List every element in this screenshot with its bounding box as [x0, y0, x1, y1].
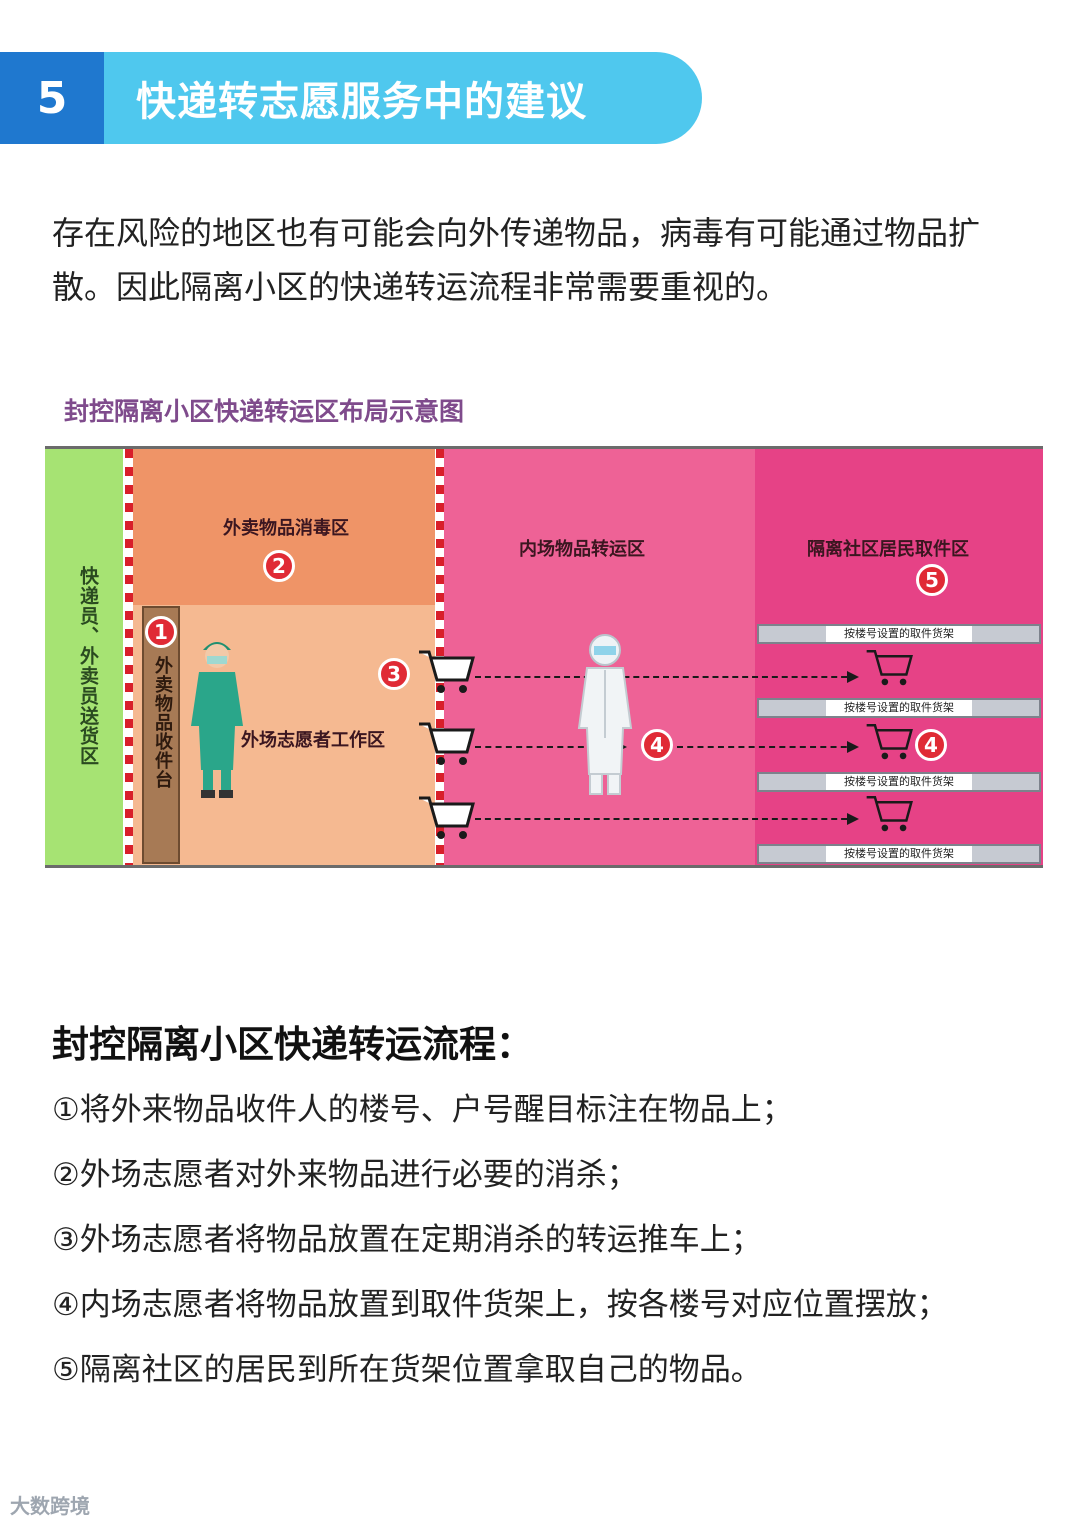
step-badge-2: 2 [263, 550, 295, 582]
cart-icon [865, 646, 913, 688]
step-badge-3: 3 [378, 658, 410, 690]
cart-icon [417, 792, 475, 842]
shelf-label: 按楼号设置的取件货架 [826, 700, 972, 716]
pickup-shelf: 按楼号设置的取件货架 [757, 624, 1041, 644]
section-title: 快递转志愿服务中的建议 [136, 52, 587, 144]
watermark: 大数跨境 [10, 1490, 90, 1519]
transfer-arrow [677, 746, 857, 748]
inner-volunteer-icon [575, 628, 635, 800]
cart-icon [417, 646, 475, 696]
outer-volunteer-zone-label: 外场志愿者工作区 [241, 726, 385, 752]
shelf-label: 按楼号设置的取件货架 [826, 846, 972, 862]
step-badge-1: 1 [145, 616, 177, 648]
process-step: ⑤隔离社区的居民到所在货架位置拿取自己的物品。 [52, 1338, 948, 1403]
fence-left [125, 449, 133, 865]
step-badge-5: 5 [916, 564, 948, 596]
section-number: 5 [0, 52, 104, 144]
diagram-bottom-border [45, 865, 1043, 868]
pickup-shelf: 按楼号设置的取件货架 [757, 772, 1041, 792]
outer-volunteer-icon [187, 630, 247, 800]
inner-transfer-zone-label: 内场物品转运区 [519, 535, 645, 561]
layout-diagram: 快递员、外卖员送货区 外卖物品收件台 外卖物品消毒区 外场志愿者工作区 内场物品… [45, 446, 1043, 868]
shelf-label: 按楼号设置的取件货架 [826, 774, 972, 790]
step-badge-4-pickup: 4 [915, 729, 947, 761]
process-step: ④内场志愿者将物品放置到取件货架上，按各楼号对应位置摆放； [52, 1273, 948, 1338]
receiving-counter-label: 外卖物品收件台 [149, 656, 175, 789]
disinfection-zone-label: 外卖物品消毒区 [223, 514, 349, 540]
process-title: 封控隔离小区快递转运流程： [52, 1014, 533, 1068]
process-steps: ①将外来物品收件人的楼号、户号醒目标注在物品上； ②外场志愿者对外来物品进行必要… [52, 1078, 948, 1403]
pickup-zone-label: 隔离社区居民取件区 [807, 535, 969, 561]
cart-icon [865, 792, 913, 834]
courier-zone-label: 快递员、外卖员送货区 [75, 566, 102, 766]
transfer-arrow [475, 818, 857, 820]
process-step: ①将外来物品收件人的楼号、户号醒目标注在物品上； [52, 1078, 948, 1143]
cart-icon [417, 718, 475, 768]
diagram-title: 封控隔离小区快递转运区布局示意图 [64, 392, 464, 428]
process-step: ③外场志愿者将物品放置在定期消杀的转运推车上； [52, 1208, 948, 1273]
cart-icon [865, 720, 913, 762]
pickup-shelf: 按楼号设置的取件货架 [757, 844, 1041, 864]
transfer-arrow [475, 676, 857, 678]
step-badge-4: 4 [641, 729, 673, 761]
shelf-label: 按楼号设置的取件货架 [826, 626, 972, 642]
pickup-shelf: 按楼号设置的取件货架 [757, 698, 1041, 718]
process-step: ②外场志愿者对外来物品进行必要的消杀； [52, 1143, 948, 1208]
intro-paragraph: 存在风险的地区也有可能会向外传递物品，病毒有可能通过物品扩散。因此隔离小区的快递… [52, 206, 1042, 314]
